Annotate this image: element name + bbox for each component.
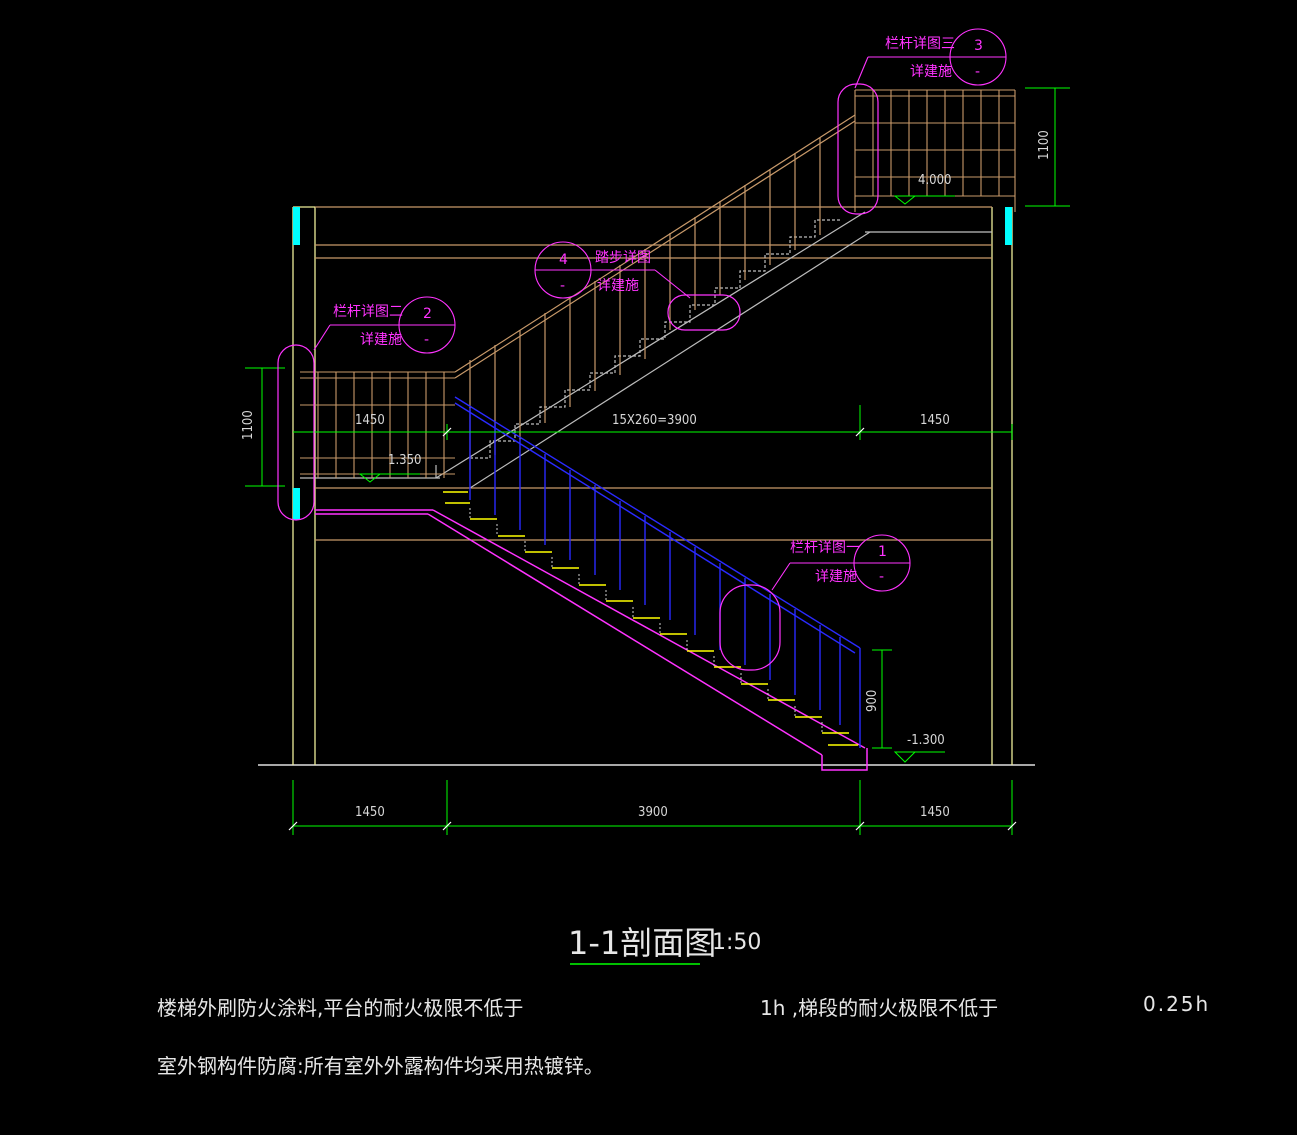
elevation-bottom: -1.300	[907, 733, 945, 748]
callout-4-label: 踏步详图	[595, 250, 651, 266]
dim-bottom-right: 1450	[920, 805, 950, 820]
callout-3-den: -	[975, 64, 980, 80]
callout-1-label: 栏杆详图一	[790, 540, 860, 556]
dimension-lines	[245, 87, 1070, 835]
callout-2-sub: 详建施	[360, 332, 402, 348]
lower-flight-risers	[469, 508, 823, 733]
callout-4-num: 4	[559, 252, 568, 268]
dimension-ticks	[288, 427, 1017, 831]
upper-flight	[435, 211, 871, 489]
callout-2-den: -	[424, 332, 429, 348]
elevation-markers	[358, 195, 955, 763]
elevation-top: 4.000	[918, 173, 951, 188]
top-landing-railing	[854, 89, 1016, 212]
dim-right-height: 1100	[1037, 130, 1052, 160]
dim-middle-center: 15X260=3900	[612, 413, 697, 428]
lower-flight-railing	[454, 396, 861, 748]
column-caps	[293, 207, 1012, 520]
upper-flight-railing	[454, 114, 856, 470]
left-column	[292, 206, 316, 765]
drawing-title: 1-1剖面图	[568, 924, 717, 962]
callout-2-label: 栏杆详图二	[333, 304, 403, 320]
callout-1-den: -	[879, 569, 884, 585]
callout-1	[771, 534, 911, 592]
callout-3-sub: 详建施	[910, 64, 952, 80]
right-column	[991, 207, 1013, 765]
note-line1-part2: 1h ,梯段的耐火极限不低于	[760, 996, 999, 1020]
callout-4-den: -	[560, 278, 565, 294]
callout-4	[534, 241, 691, 299]
dim-lower-rail: 900	[865, 690, 880, 712]
dim-bottom-center: 3900	[638, 805, 668, 820]
callout-1-num: 1	[878, 544, 887, 560]
detail-clouds	[277, 83, 879, 671]
dim-middle-left: 1450	[355, 413, 385, 428]
callout-4-sub: 详建施	[597, 278, 639, 294]
dim-left-height: 1100	[241, 410, 256, 440]
lower-flight-stringer	[315, 509, 868, 771]
elevation-mid: 1.350	[388, 453, 421, 468]
callout-2-num: 2	[423, 306, 432, 322]
lower-flight-steps	[443, 491, 858, 746]
callout-2	[313, 296, 456, 354]
drawing-scale: 1:50	[712, 930, 762, 955]
note-line2: 室外钢构件防腐:所有室外外露构件均采用热镀锌。	[157, 1054, 604, 1078]
callout-1-sub: 详建施	[815, 569, 857, 585]
dim-middle-right: 1450	[920, 413, 950, 428]
note-line1-part1: 楼梯外刷防火涂料,平台的耐火极限不低于	[157, 996, 524, 1020]
callout-3-num: 3	[974, 38, 983, 54]
callout-3	[854, 28, 1007, 89]
beam-lines	[315, 206, 992, 541]
dim-bottom-left: 1450	[355, 805, 385, 820]
note-line1-part3: 0.25h	[1143, 992, 1211, 1016]
callout-3-label: 栏杆详图三	[885, 36, 955, 52]
